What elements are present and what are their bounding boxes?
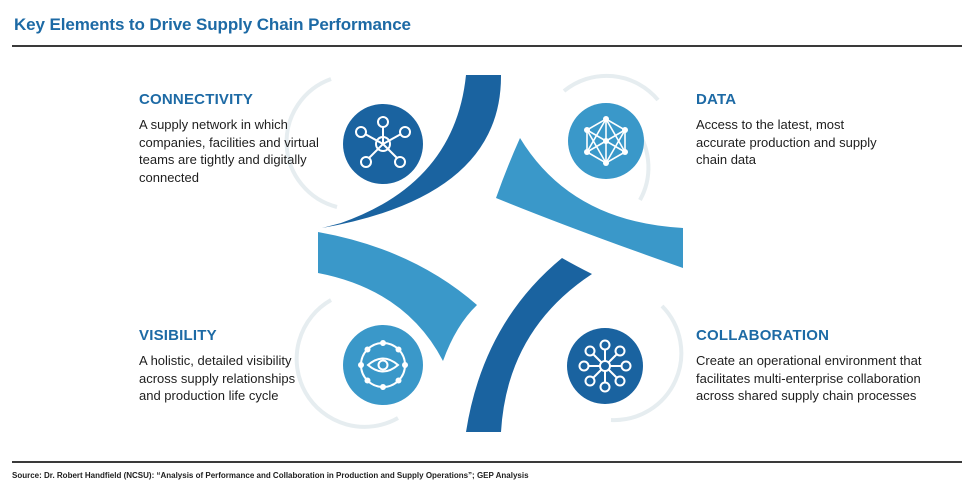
- data-block: DATA Access to the latest, most accurate…: [696, 91, 886, 169]
- visibility-block: VISIBILITY A holistic, detailed visibili…: [139, 327, 309, 405]
- hub-spokes-icon: [567, 328, 643, 404]
- ring-visibility: [294, 298, 399, 429]
- data-heading: DATA: [696, 91, 737, 108]
- network-nodes-icon: [343, 104, 423, 184]
- swoosh-right: [496, 138, 683, 268]
- footer-divider: [12, 461, 962, 463]
- source-note: Source: Dr. Robert Handfield (NCSU): “An…: [12, 471, 529, 480]
- swoosh-shape: [318, 75, 683, 432]
- eye-icon: [343, 325, 423, 405]
- mesh-network-icon: [568, 103, 644, 179]
- collaboration-description: Create an operational environment that f…: [696, 353, 922, 403]
- connectivity-description: A supply network in which companies, fac…: [139, 117, 319, 185]
- visibility-description: A holistic, detailed visibility across s…: [139, 353, 296, 403]
- swoosh-left: [318, 232, 477, 361]
- connectivity-block: CONNECTIVITY A supply network in which c…: [139, 91, 319, 186]
- swoosh-top: [322, 75, 502, 228]
- page-title: Key Elements to Drive Supply Chain Perfo…: [14, 15, 411, 34]
- visibility-heading: VISIBILITY: [139, 327, 217, 344]
- icon-rings: [284, 73, 684, 429]
- ring-connectivity: [284, 77, 338, 209]
- collaboration-heading: COLLABORATION: [696, 327, 830, 344]
- connectivity-heading: CONNECTIVITY: [139, 91, 254, 108]
- ring-collaboration: [610, 304, 684, 423]
- swoosh-bottom: [466, 258, 592, 432]
- collaboration-block: COLLABORATION Create an operational envi…: [696, 327, 936, 405]
- header-divider: [12, 45, 962, 47]
- ring-data: [562, 73, 660, 102]
- data-description: Access to the latest, most accurate prod…: [696, 117, 877, 167]
